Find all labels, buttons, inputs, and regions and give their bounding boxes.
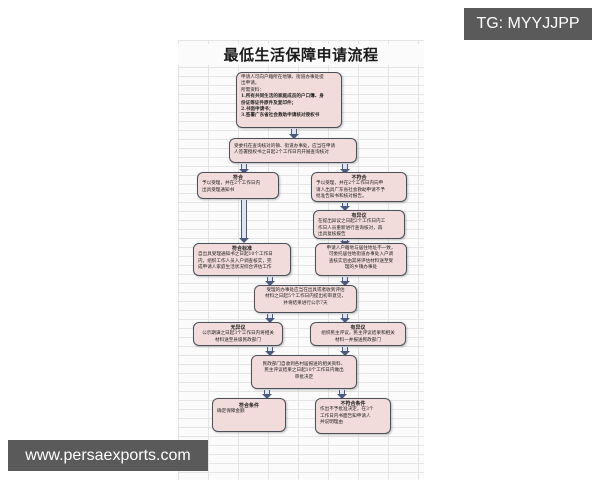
node-line: 审批决定 (294, 374, 314, 380)
node-line: 可委托居住地街道办事处入户调 (328, 252, 394, 258)
node-line: 并将结果进行公示7天 (283, 300, 328, 306)
node-line: 出申请。 (241, 81, 260, 87)
node-no-objection: 无异议 公示期满之日起3个工作日内将相关 材料送至县级民政部门 (193, 322, 283, 346)
node-line: 民政部门自收到各村居报送的相关资料、 (262, 362, 346, 367)
arrow-down-icon (340, 347, 350, 356)
node-line: 民主评议结果之日起10个工作日内做出 (264, 368, 344, 374)
node-line: 组织民主评议，民主评议结果和相关 (321, 331, 395, 337)
node-meets-standard: 符合标准 自出具受理通知书之日起10个工作日 内，组织工作人员入户调查核实，完 … (193, 243, 291, 276)
node-preliminary-review: 受理的办事处应当在出具或者收到评估 材料之日起5个工作日内提出初审意见， 并将结… (254, 285, 357, 313)
node-heading: 不符合 (351, 175, 367, 181)
arrow-down-icon (262, 390, 272, 399)
node-objection-recheck: 有异议 在提出异议之日起2个工作日内工 作日人员重新进行查询核对，再 出具复核报… (313, 210, 405, 239)
arrow-down-icon (340, 203, 350, 211)
node-line: 理的乡镇办事处 (344, 265, 378, 271)
node-line: 批准告知书和核对报告。 (316, 194, 367, 200)
node-heading: 符合 (232, 175, 243, 181)
node-line: 2.书面申请书； (241, 107, 274, 113)
arrow-down-icon (340, 164, 350, 174)
node-line: 请人出具广东省社会救助申请不予 (316, 187, 385, 193)
node-line: 作日人员重新进行查询核对，再 (318, 225, 383, 231)
node-heading: 符合条件 (238, 403, 259, 409)
arrow-down-icon (289, 129, 299, 139)
node-line: 材料之日起5个工作日内提出初审意见， (264, 294, 347, 300)
node-heading: 符合标准 (231, 246, 252, 252)
node-line: 自出具受理通知书之日起10个工作日 (198, 252, 273, 258)
node-line: 所需资料： (241, 87, 264, 93)
node-line: 3.签署广东省社会救助申请核对授权书 (241, 113, 320, 119)
arrow-down-icon (340, 314, 350, 323)
node-heading: 有异议 (350, 325, 366, 331)
node-approved: 符合条件 确定保障金额 (212, 398, 286, 432)
node-apply: 申请人可向户籍所在地镇、街道办事处提 出申请。 所需资料： 1.所有共同生活的家… (236, 72, 342, 128)
node-line: 查核实后由其将评估材料送至受 (328, 258, 394, 264)
arrow-down-icon (265, 277, 275, 286)
node-heading: 不符合条件 (340, 401, 366, 407)
arrow-down-icon (239, 200, 249, 243)
node-has-objection: 有异议 组织民主评议，民主评议结果和相关 材料一并报送民政部门 (310, 322, 406, 346)
node-line: 人签署授权书之日起2个工作日内开展查询核对 (234, 150, 329, 156)
node-line: 申请人可向户籍所在地镇、街道办事处提 (241, 75, 324, 80)
node-line: 申请人户籍地与居住地址不一致， (326, 246, 396, 251)
arrow-down-icon (337, 390, 347, 399)
node-line: 予以受理，并在2个工作日内 (202, 181, 261, 187)
node-line: 出具受理通知书 (202, 187, 235, 193)
node-civil-affairs-decision: 民政部门自收到各村居报送的相关资料、 民主评议结果之日起10个工作日内做出 审批… (251, 355, 357, 389)
node-line: 1.所有共同生活的家庭成员的户口簿、身 (241, 94, 324, 100)
node-line: 受理的办事处应当在出具或者收到评估 (266, 288, 345, 293)
diagram-title: 最低生活保障申请流程 (178, 44, 424, 65)
node-line: 份证等证件原件及复印件； (241, 100, 297, 106)
arrow-down-icon (265, 314, 275, 323)
node-not-accepted: 不符合 予以受理，并在2个工作日内向申 请人出具广东省社会救助申请不予 批准告知… (311, 172, 407, 202)
node-verify: 受委托在查询核对的镇、街道办事处，应当在申请 人签署授权书之日起2个工作日内开展… (229, 138, 357, 163)
node-line: 成申请人家庭生活状况综合评估工作 (198, 265, 272, 271)
arrow-down-icon (239, 164, 249, 174)
node-rejected: 不符合条件 作出不予批准决定，在3个 工作日内书面告知申请人 并说明理由 (315, 398, 391, 434)
watermark-telegram: TG: MYYJJPP (464, 8, 592, 40)
node-heading: 有异议 (351, 213, 367, 219)
node-line: 工作日内书面告知申请人 (320, 413, 371, 419)
node-heading: 无异议 (230, 325, 246, 331)
node-accepted: 符合 予以受理，并在2个工作日内 出具受理通知书 (197, 172, 279, 199)
node-line: 在提出异议之日起2个工作日内工 (318, 219, 386, 225)
arrow-down-icon (340, 240, 350, 246)
node-line: 内，组织工作人员入户调查核实，完 (198, 258, 272, 264)
node-line: 作出不予批准决定，在3个 (320, 407, 374, 413)
node-line: 出具复核报告 (318, 232, 346, 238)
node-line: 公示期满之日起3个工作日内将相关 (202, 331, 274, 337)
node-line: 受委托在查询核对的镇、街道办事处，应当在申请 (234, 144, 336, 149)
node-residence-mismatch: 申请人户籍地与居住地址不一致， 可委托居住地街道办事处入户调 查核实后由其将评估… (315, 243, 407, 276)
node-line: 材料一并报送民政部门 (335, 337, 381, 343)
node-line: 材料送至县级民政部门 (215, 337, 261, 343)
node-line: 确定保障金额 (217, 409, 245, 415)
arrow-down-icon (340, 277, 350, 286)
arrow-down-icon (265, 347, 275, 356)
node-line: 予以受理，并在2个工作日内向申 (316, 181, 384, 187)
node-line: 并说明理由 (320, 420, 343, 426)
watermark-url: www.persaexports.com (8, 440, 208, 471)
